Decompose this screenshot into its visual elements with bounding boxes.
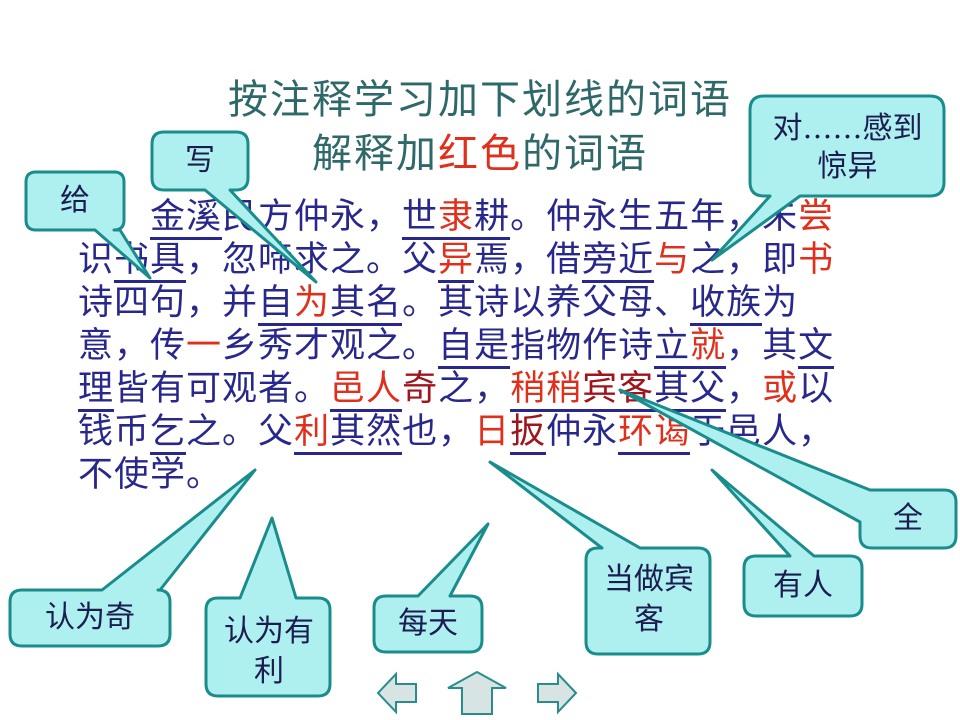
passage-segment: 就 [690, 326, 727, 369]
passage-segment: 其父 [654, 369, 727, 412]
passage-segment: 自 [258, 283, 295, 326]
callout-dui [710, 94, 946, 262]
passage-segment: ， [726, 369, 763, 409]
passage-segment: 乞 [150, 412, 187, 455]
left-arrow-icon[interactable] [376, 671, 417, 715]
passage-segment: 诗四句，并 [78, 283, 259, 323]
passage-segment: 世 [402, 197, 439, 240]
passage-segment: 立 [654, 326, 691, 369]
passage-segment: 其名 [330, 283, 403, 326]
passage-segment: 仲永 [546, 412, 619, 452]
up-arrow-icon[interactable] [447, 670, 507, 715]
passage-segment: 与 [654, 240, 691, 280]
passage-segment: 皆有可观者。 [114, 369, 331, 409]
passage-segment: ，其 [726, 326, 799, 366]
passage-segment: 耕 [474, 197, 511, 240]
passage-segment: 识 [78, 240, 115, 280]
passage-segment: 也， [402, 412, 475, 452]
callout-label-renweiyouli: 认为有利 [224, 614, 314, 689]
passage-segment: 收族 [690, 283, 763, 326]
passage-segment: ，忽啼求之。父 [186, 240, 439, 280]
callout-youren [710, 468, 864, 618]
passage-segment: 异 [438, 240, 475, 283]
passage-segment: 为意，传 [78, 283, 799, 366]
nav-arrows [376, 670, 578, 715]
callout-xie [150, 130, 318, 284]
passage-segment: 。其诗以 [402, 283, 547, 323]
callout-dangzuobinke [488, 460, 712, 656]
passage-segment: 金溪 [150, 197, 223, 240]
callout-label-renweiqi: 认为奇 [45, 600, 135, 635]
passage-segment: 旁近 [582, 240, 655, 283]
passage-segment: 之， [438, 369, 511, 409]
callout-gei [24, 170, 152, 280]
passage-segment: 为 [294, 283, 331, 326]
title-text-2a: 解释加 [312, 131, 438, 177]
passage-segment: 其然 [330, 412, 403, 455]
title-line-2: 解释加红色的词语 [0, 130, 960, 178]
passage-segment: 。仲永生五年， [510, 197, 763, 237]
passage-segment: 隶 [438, 197, 475, 240]
passage-segment: 稍稍 [510, 369, 583, 412]
callout-label-xie: 写 [185, 143, 215, 178]
right-arrow-icon[interactable] [537, 671, 578, 715]
passage-segment: 人 [366, 369, 403, 412]
passage-segment: 之。 [186, 412, 259, 452]
title-text-2-red: 红色 [438, 131, 522, 177]
passage-segment: 尝 [798, 197, 835, 237]
passage-segment: 养父母、 [546, 283, 691, 323]
passage-segment: 或 [762, 369, 799, 409]
callout-quan [618, 388, 958, 550]
passage-segment: 学。 [150, 455, 223, 495]
passage-segment: 利 [294, 412, 331, 455]
title-line-1: 按注释学习加下划线的词语 [0, 76, 960, 124]
callout-renweiyouli [204, 516, 332, 698]
title-text-1: 按注释学习加下划线的词语 [228, 77, 732, 123]
callout-label-dui: 对……感到惊异 [772, 111, 923, 184]
passage-segment: 文理 [78, 326, 835, 412]
callout-label-youren: 有人 [773, 568, 833, 603]
callout-meitian [372, 522, 490, 654]
passage-segment: 邑 [330, 369, 367, 412]
callout-label-quan: 全 [893, 501, 923, 536]
passage-segment: 一 [186, 326, 223, 366]
passage-segment: 自 [438, 326, 475, 369]
title-text-2b: 的词语 [522, 131, 648, 177]
callout-label-dangzuobinke: 当做宾客 [604, 562, 694, 637]
callout-label-gei: 给 [60, 183, 90, 218]
passage-segment: 以钱币 [78, 369, 835, 452]
passage-segment: 奇 [402, 369, 439, 409]
passage-segment: 是 [474, 326, 511, 369]
passage-segment: 焉，借 [474, 240, 583, 280]
passage-segment: 书 [798, 240, 835, 280]
passage-segment: 日 [474, 412, 511, 452]
passage-text: 金溪民方仲永，世隶耕。仲永生五年，未尝识书具，忽啼求之。父异焉，借旁近与之，即书… [78, 196, 868, 497]
passage-segment: 之，即 [690, 240, 799, 280]
passage-segment: 扳 [510, 412, 547, 455]
passage-segment: 乡秀才观之。 [222, 326, 439, 366]
passage-segment: 父 [258, 412, 295, 452]
callout-renweiqi [8, 468, 257, 648]
passage-segment: 指物作诗 [510, 326, 655, 366]
callout-label-meitian: 每天 [398, 606, 458, 641]
